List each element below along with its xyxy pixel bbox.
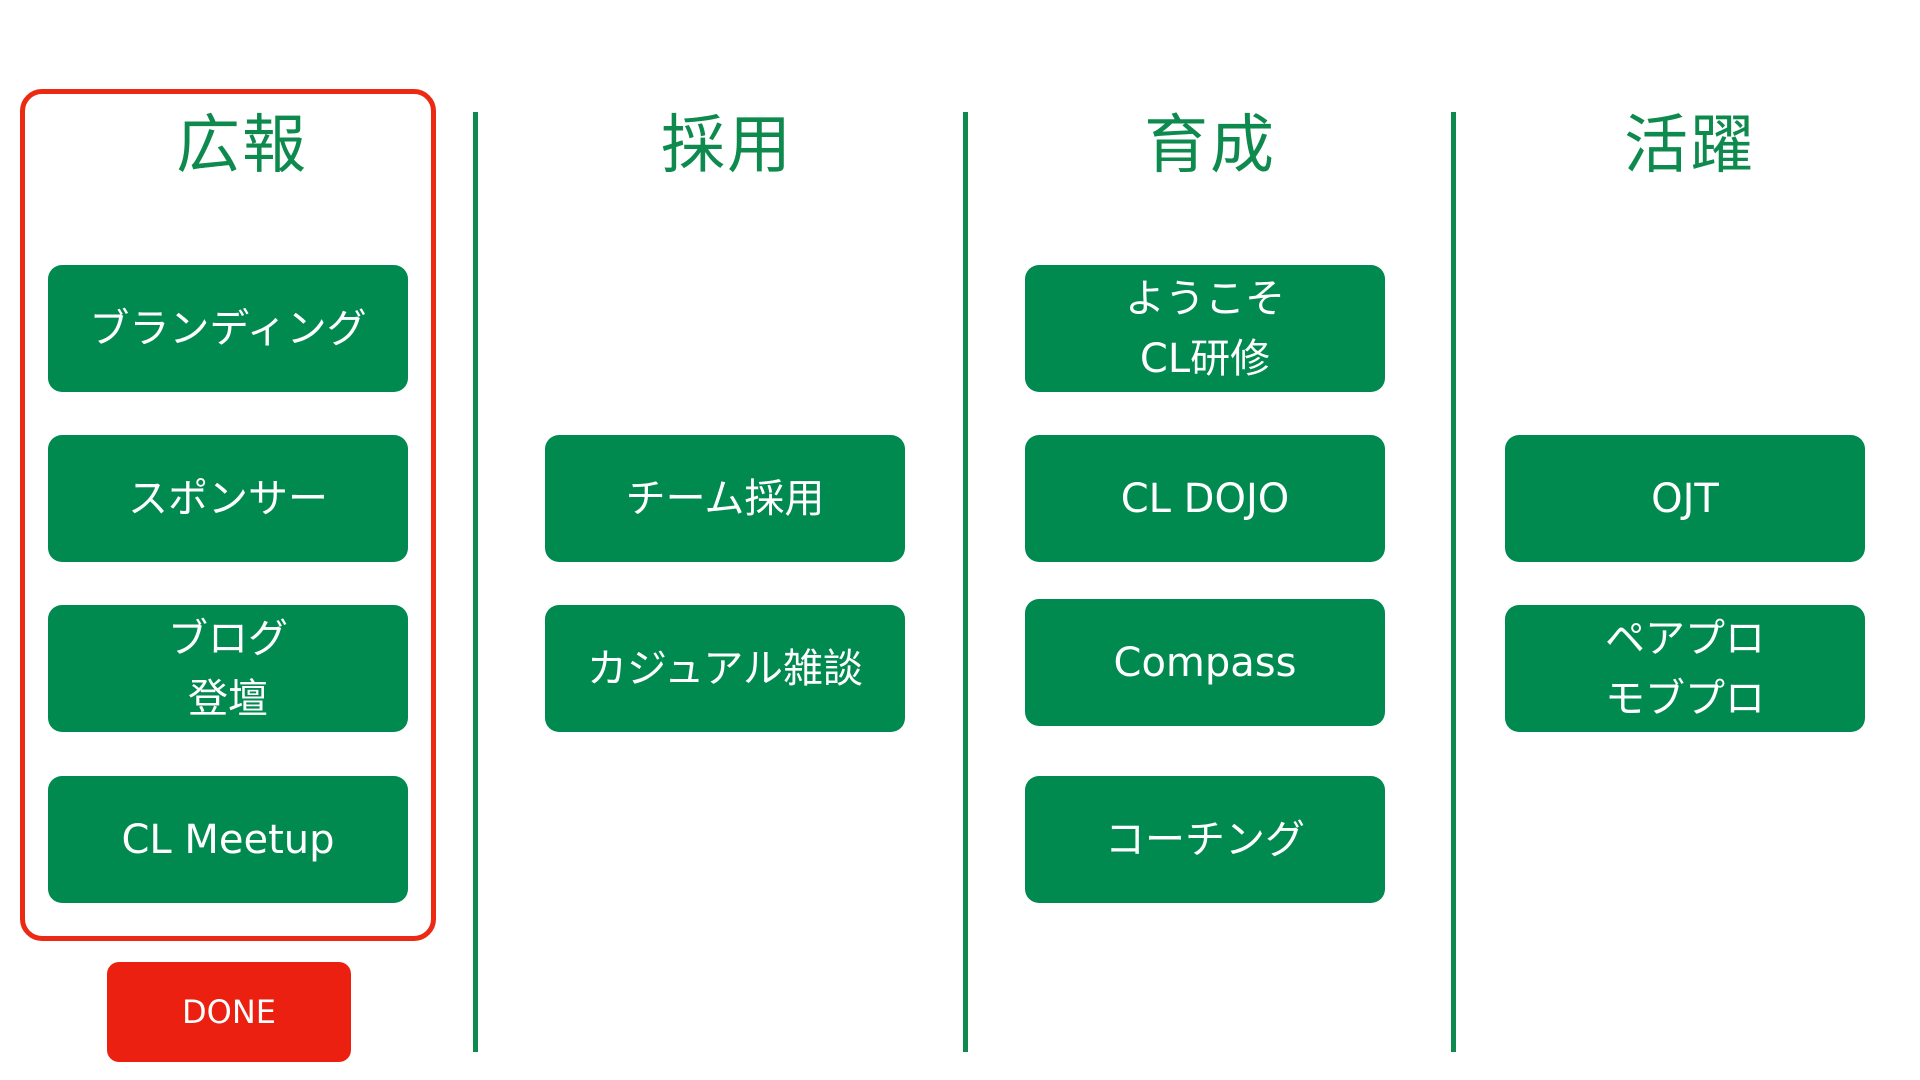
card-casual-chat[interactable]: カジュアル雑談 — [545, 605, 905, 732]
card-label: OJT — [1651, 475, 1719, 522]
card-cl-dojo[interactable]: CL DOJO — [1025, 435, 1385, 562]
card-blog-talk[interactable]: ブログ 登壇 — [48, 605, 408, 732]
card-label: 登壇 — [188, 675, 268, 722]
card-label: スポンサー — [128, 475, 328, 522]
card-cl-meetup[interactable]: CL Meetup — [48, 776, 408, 903]
card-label: カジュアル雑談 — [587, 645, 863, 692]
card-label: ブランディング — [89, 305, 367, 352]
column-title-ikusei: 育成 — [1144, 109, 1276, 183]
card-label: CL研修 — [1139, 335, 1271, 382]
card-compass[interactable]: Compass — [1025, 599, 1385, 726]
card-branding[interactable]: ブランディング — [48, 265, 408, 392]
card-label: CL DOJO — [1120, 475, 1290, 522]
column-title-kouhou: 広報 — [176, 109, 308, 183]
card-coaching[interactable]: コーチング — [1025, 776, 1385, 903]
card-sponsor[interactable]: スポンサー — [48, 435, 408, 562]
card-label: ペアプロ — [1605, 615, 1765, 662]
card-label: CL Meetup — [121, 816, 335, 863]
column-divider — [1451, 112, 1456, 1052]
card-label: コーチング — [1105, 816, 1305, 863]
card-label: Compass — [1113, 639, 1297, 686]
card-label: モブプロ — [1605, 675, 1765, 722]
card-pair-mob-programming[interactable]: ペアプロ モブプロ — [1505, 605, 1865, 732]
card-welcome-training[interactable]: ようこそ CL研修 — [1025, 265, 1385, 392]
column-divider — [473, 112, 478, 1052]
column-divider — [963, 112, 968, 1052]
column-title-saiyou: 採用 — [661, 109, 793, 183]
card-label: ようこそ — [1125, 275, 1285, 322]
card-label: チーム採用 — [625, 475, 825, 522]
card-label: ブログ — [168, 615, 288, 662]
card-team-hiring[interactable]: チーム採用 — [545, 435, 905, 562]
highlight-frame-kouhou — [20, 89, 436, 941]
done-button[interactable]: DONE — [107, 962, 351, 1062]
column-title-katsuyaku: 活躍 — [1624, 109, 1756, 183]
card-ojt[interactable]: OJT — [1505, 435, 1865, 562]
